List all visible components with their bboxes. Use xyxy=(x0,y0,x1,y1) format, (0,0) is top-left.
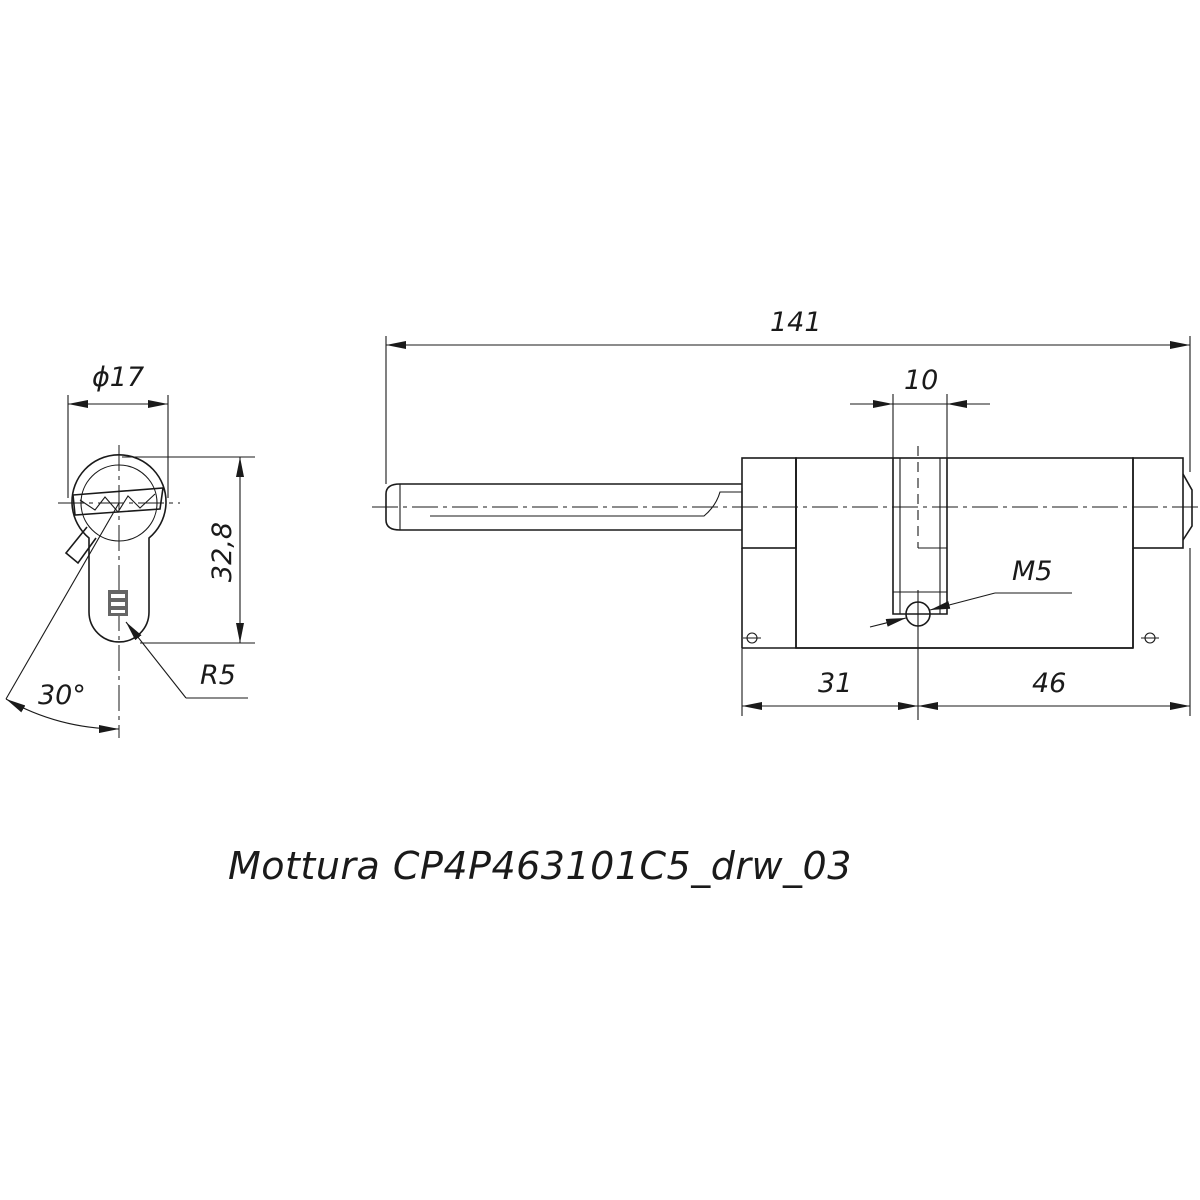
left-ring xyxy=(741,457,797,549)
left-length-label: 31 xyxy=(818,668,852,699)
cam-recess xyxy=(892,458,948,615)
spindle xyxy=(385,483,742,531)
overall-length-label: 141 xyxy=(770,307,822,338)
keyway-slot xyxy=(72,487,164,516)
radius-dimension: R5 xyxy=(125,621,248,699)
height-label: 32,8 xyxy=(207,522,238,582)
bottom-dimensions: 31 46 xyxy=(741,548,1191,716)
right-ring xyxy=(1132,457,1184,549)
cam-width-label: 10 xyxy=(904,365,938,396)
cylinder-body xyxy=(795,457,1134,649)
screw-thread-dimension: M5 xyxy=(869,556,1072,628)
overall-length-dimension: 141 xyxy=(385,307,1191,484)
height-dimension: 32,8 xyxy=(122,456,255,644)
radius-label: R5 xyxy=(200,660,236,691)
cylinder-profile xyxy=(71,454,167,643)
keyway-profile xyxy=(79,493,156,513)
side-view: 141 10 M5 31 46 xyxy=(372,307,1198,720)
diameter-dimension: ϕ17 xyxy=(67,362,169,498)
right-knob-tip xyxy=(1182,473,1193,541)
cam-width-dimension: 10 xyxy=(850,365,990,458)
spindle-flat xyxy=(430,491,742,517)
front-view: ϕ17 32,8 R5 30° xyxy=(5,362,255,738)
drawing-caption: Mottura CP4P463101C5_drw_03 xyxy=(228,844,852,888)
diameter-label: ϕ17 xyxy=(92,362,144,393)
cam-tab xyxy=(64,526,97,565)
angle-dimension: 30° xyxy=(5,502,120,734)
screw-thread-label: M5 xyxy=(1012,556,1052,587)
right-length-label: 46 xyxy=(1032,668,1066,699)
angle-label: 30° xyxy=(38,680,86,711)
plug-circle xyxy=(80,464,158,542)
